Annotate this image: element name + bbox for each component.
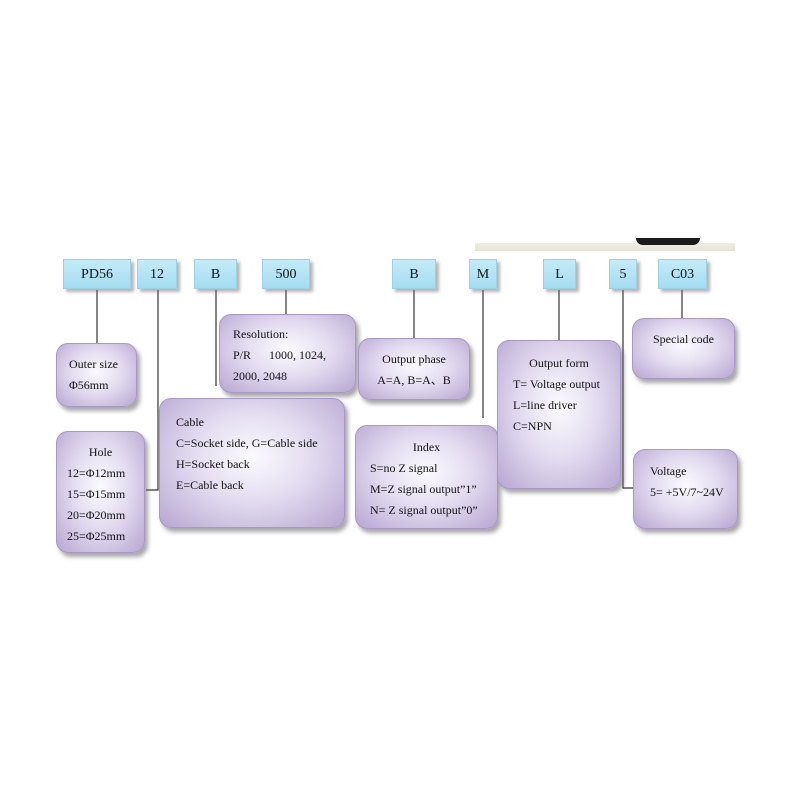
code-segment-resolution: 500	[262, 259, 310, 289]
output-phase-line: A=A, B=A、B	[377, 373, 451, 387]
cable-line-h: H=Socket back	[176, 457, 250, 471]
connector-5-voltage	[622, 290, 633, 489]
cropped-dark-shape	[636, 238, 700, 245]
cropped-top-strip	[475, 243, 735, 251]
code-segment-voltage: 5	[609, 259, 637, 289]
output-form-line-t: T= Voltage output	[513, 377, 600, 391]
special-code-box: Special code	[632, 318, 735, 379]
hole-line-12: 12=Φ12mm	[67, 466, 126, 480]
cable-line-e: E=Cable back	[176, 478, 244, 492]
hole-line-20: 20=Φ20mm	[67, 508, 126, 522]
code-segment-hole: 12	[137, 259, 177, 289]
resolution-title: Resolution:	[233, 327, 289, 341]
code-segment-cable: B	[194, 259, 237, 289]
output-form-line-l: L=line driver	[513, 398, 577, 412]
resolution-line-1: P/R 1000, 1024,	[233, 348, 327, 362]
connector-12-hole	[146, 290, 159, 491]
output-form-title: Output form	[529, 356, 589, 370]
index-line-n: N= Z signal output”0”	[370, 503, 478, 517]
index-line-s: S=no Z signal	[370, 461, 438, 475]
special-code-title: Special code	[653, 332, 714, 346]
resolution-line-2: 2000, 2048	[233, 369, 287, 383]
outer-size-title: Outer size	[69, 357, 118, 371]
code-segment-output-phase: B	[392, 259, 436, 289]
hole-line-15: 15=Φ15mm	[67, 487, 126, 501]
outer-size-box: Outer size Φ56mm	[56, 343, 137, 407]
hole-box: Hole 12=Φ12mm 15=Φ15mm 20=Φ20mm 25=Φ25mm	[56, 431, 145, 553]
index-box: Index S=no Z signal M=Z signal output”1”…	[355, 425, 498, 529]
output-form-box: Output form T= Voltage output L=line dri…	[497, 340, 621, 489]
resolution-box: Resolution: P/R 1000, 1024, 2000, 2048	[219, 314, 356, 393]
code-segment-special-code: C03	[658, 259, 707, 289]
cable-title: Cable	[176, 415, 204, 429]
cable-box: Cable C=Socket side, G=Cable side H=Sock…	[159, 398, 345, 528]
hole-line-25: 25=Φ25mm	[67, 529, 126, 543]
cable-line-c-g: C=Socket side, G=Cable side	[176, 436, 318, 450]
code-segment-output-form: L	[543, 259, 576, 289]
code-segment-index: M	[469, 259, 497, 289]
index-title: Index	[412, 440, 441, 454]
output-phase-box: Output phase A=A, B=A、B	[358, 338, 470, 400]
outer-size-line: Φ56mm	[69, 378, 109, 392]
voltage-line: 5= +5V/7~24V	[650, 485, 724, 499]
code-segment-model: PD56	[63, 259, 131, 289]
output-phase-title: Output phase	[382, 352, 446, 366]
voltage-title: Voltage	[650, 464, 687, 478]
output-form-line-c: C=NPN	[513, 419, 552, 433]
voltage-box: Voltage 5= +5V/7~24V	[633, 449, 738, 529]
index-line-m: M=Z signal output”1”	[370, 482, 477, 496]
hole-title: Hole	[88, 445, 113, 459]
